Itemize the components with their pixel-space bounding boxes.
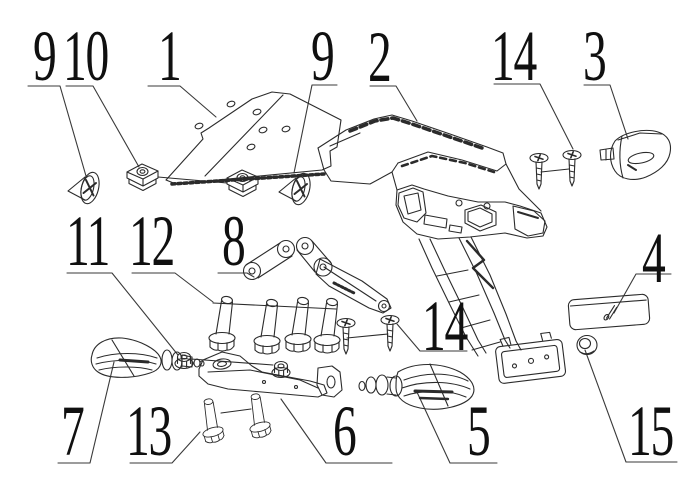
callout-11: 11 [66, 201, 110, 281]
leader-lines [27, 83, 678, 464]
part-15-grommet [576, 334, 598, 356]
callout-1: 1 [158, 16, 182, 96]
part-10-clip-nuts [126, 163, 259, 198]
callout-12: 12 [129, 201, 175, 281]
callout-14-mid: 14 [422, 286, 468, 366]
part-6-support-arm [198, 351, 343, 398]
part-4-reflector [567, 293, 651, 331]
part-3-light-unit [599, 129, 672, 180]
callout-8: 8 [222, 201, 246, 281]
callout-10: 10 [63, 16, 109, 96]
callout-14-top: 14 [491, 16, 537, 96]
part-7-turn-signal-left [90, 337, 205, 378]
part-11-flange-nuts [174, 351, 291, 379]
part-14-screws-top [529, 149, 582, 190]
callout-4: 4 [642, 218, 666, 298]
callout-3: 3 [583, 16, 607, 96]
callout-2: 2 [368, 17, 392, 97]
callout-9-right: 9 [311, 16, 335, 96]
part-2-rear-fender-assembly [317, 114, 567, 384]
callout-13: 13 [126, 391, 172, 471]
part-13-bolts [193, 391, 274, 446]
callout-9-left: 9 [33, 16, 57, 96]
part-12-flange-bolts [208, 295, 341, 355]
callout-6: 6 [333, 391, 357, 471]
callout-7: 7 [61, 391, 85, 471]
part-5-turn-signal-right [358, 363, 475, 410]
part-8-bracket [242, 236, 392, 314]
callout-5: 5 [467, 391, 491, 471]
part-14-screws-middle [336, 314, 400, 355]
callout-15: 15 [628, 391, 674, 471]
part-1-mounting-plate [165, 91, 342, 186]
